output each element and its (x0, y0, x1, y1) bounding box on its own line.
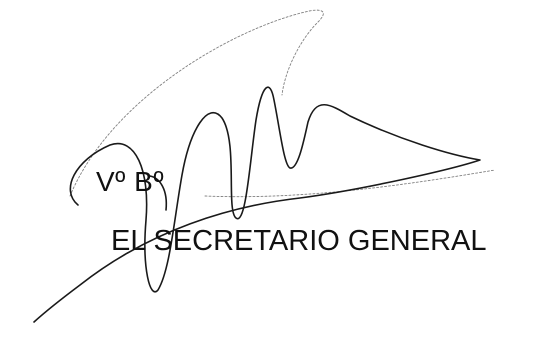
signature-faint-arc (69, 9, 324, 197)
approval-mark: Vº Bº (96, 166, 165, 197)
signature-main-stroke (33, 86, 481, 323)
signatory-title: EL SECRETARIO GENERAL (111, 225, 487, 257)
signature-inner-stroke (149, 175, 168, 211)
